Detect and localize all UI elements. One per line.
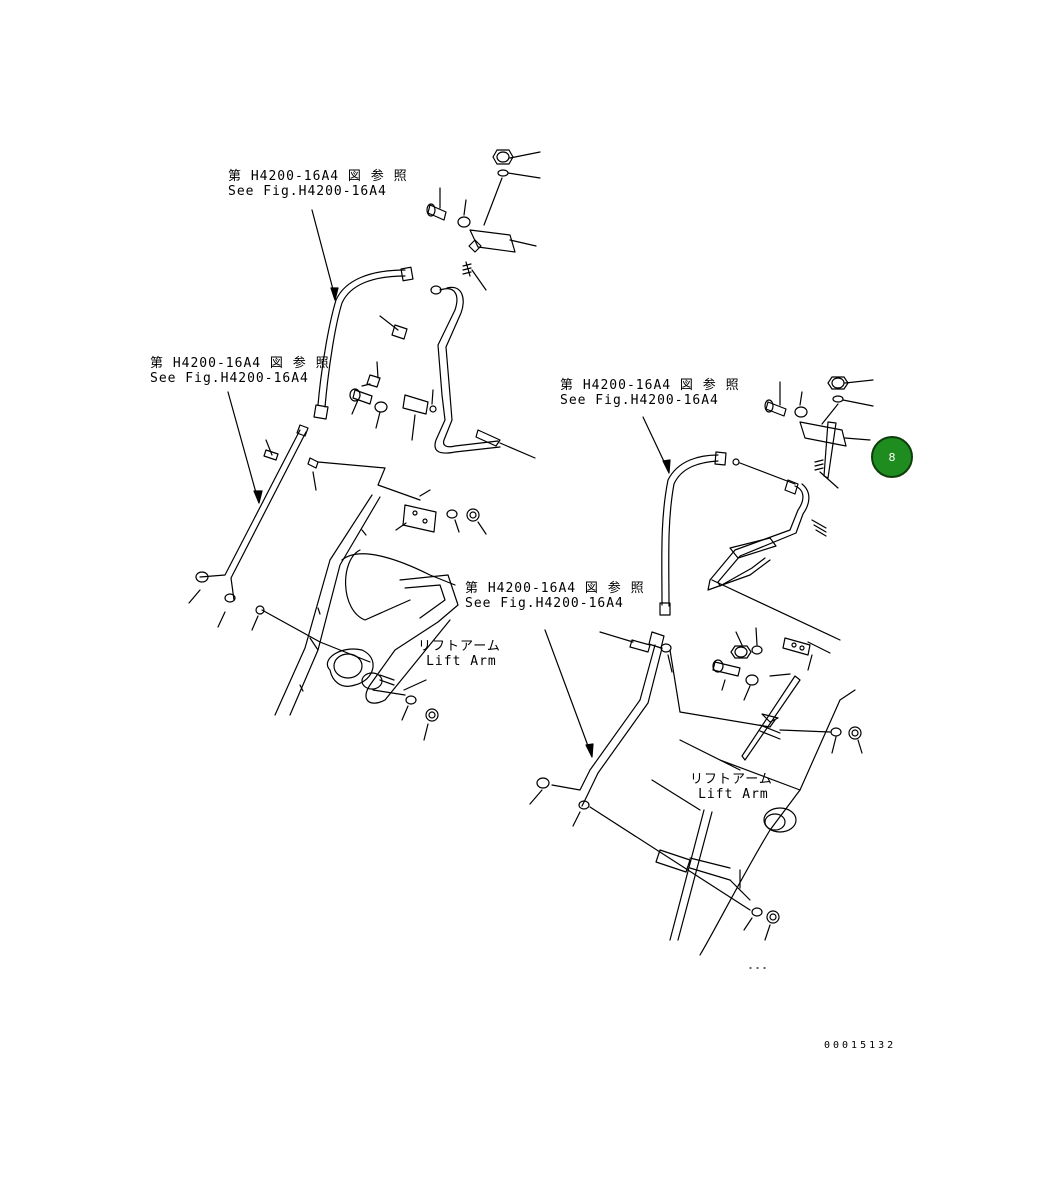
left-lift-arm — [275, 462, 458, 715]
ref-arrow-2 — [254, 491, 262, 503]
part-callout-8[interactable]: 8 — [871, 436, 913, 478]
ref-leader-1 — [312, 210, 335, 297]
lift-arm-label-right: リフトアーム Lift Arm — [690, 772, 773, 802]
ref-leader-4 — [545, 630, 591, 754]
ref-arrow-1 — [331, 288, 338, 300]
left-upper-pipe — [431, 286, 535, 458]
reference-label-3: 第 H4200-16A4 図 参 照 See Fig.H4200-16A4 — [560, 378, 740, 408]
right-upper-pipe — [708, 480, 826, 590]
reference-label-1: 第 H4200-16A4 図 参 照 See Fig.H4200-16A4 — [228, 169, 408, 199]
right-hose — [660, 452, 795, 615]
reference-label-4: 第 H4200-16A4 図 参 照 See Fig.H4200-16A4 — [465, 581, 645, 611]
left-hose-clamp — [264, 440, 318, 490]
reference-label-1-en: See Fig.H4200-16A4 — [228, 184, 387, 199]
reference-label-1-jp: 第 H4200-16A4 図 参 照 — [228, 169, 408, 184]
ref-arrow-4 — [586, 744, 593, 757]
ref-leader-2 — [228, 392, 258, 500]
left-hardware — [252, 509, 486, 740]
part-callout-8-number: 8 — [888, 450, 896, 464]
left-assembly — [189, 150, 540, 740]
left-top-bracket — [427, 150, 540, 290]
lift-arm-label-left-jp: リフトアーム — [418, 639, 501, 654]
reference-label-4-en: See Fig.H4200-16A4 — [465, 596, 624, 611]
lift-arm-label-left: リフトアーム Lift Arm — [418, 639, 501, 669]
lift-arm-label-left-en: Lift Arm — [426, 654, 497, 669]
lift-arm-label-right-en: Lift Arm — [698, 787, 769, 802]
right-assembly — [530, 377, 873, 968]
right-lift-arm — [652, 580, 855, 955]
drawing-number: 00015132 — [824, 1040, 897, 1051]
reference-label-2-jp: 第 H4200-16A4 図 参 照 — [150, 356, 330, 371]
reference-label-2-en: See Fig.H4200-16A4 — [150, 371, 309, 386]
ref-arrow-3 — [663, 460, 670, 473]
right-hardware — [590, 628, 862, 968]
left-mid-clamps — [350, 316, 436, 440]
right-lower-pipe — [530, 632, 672, 826]
reference-label-3-jp: 第 H4200-16A4 図 参 照 — [560, 378, 740, 393]
left-lower-pipe — [189, 425, 308, 627]
reference-label-4-jp: 第 H4200-16A4 図 参 照 — [465, 581, 645, 596]
reference-label-3-en: See Fig.H4200-16A4 — [560, 393, 719, 408]
lift-arm-label-right-jp: リフトアーム — [690, 772, 773, 787]
left-hose — [314, 267, 413, 419]
right-top-bracket — [765, 377, 873, 488]
reference-label-2: 第 H4200-16A4 図 参 照 See Fig.H4200-16A4 — [150, 356, 330, 386]
